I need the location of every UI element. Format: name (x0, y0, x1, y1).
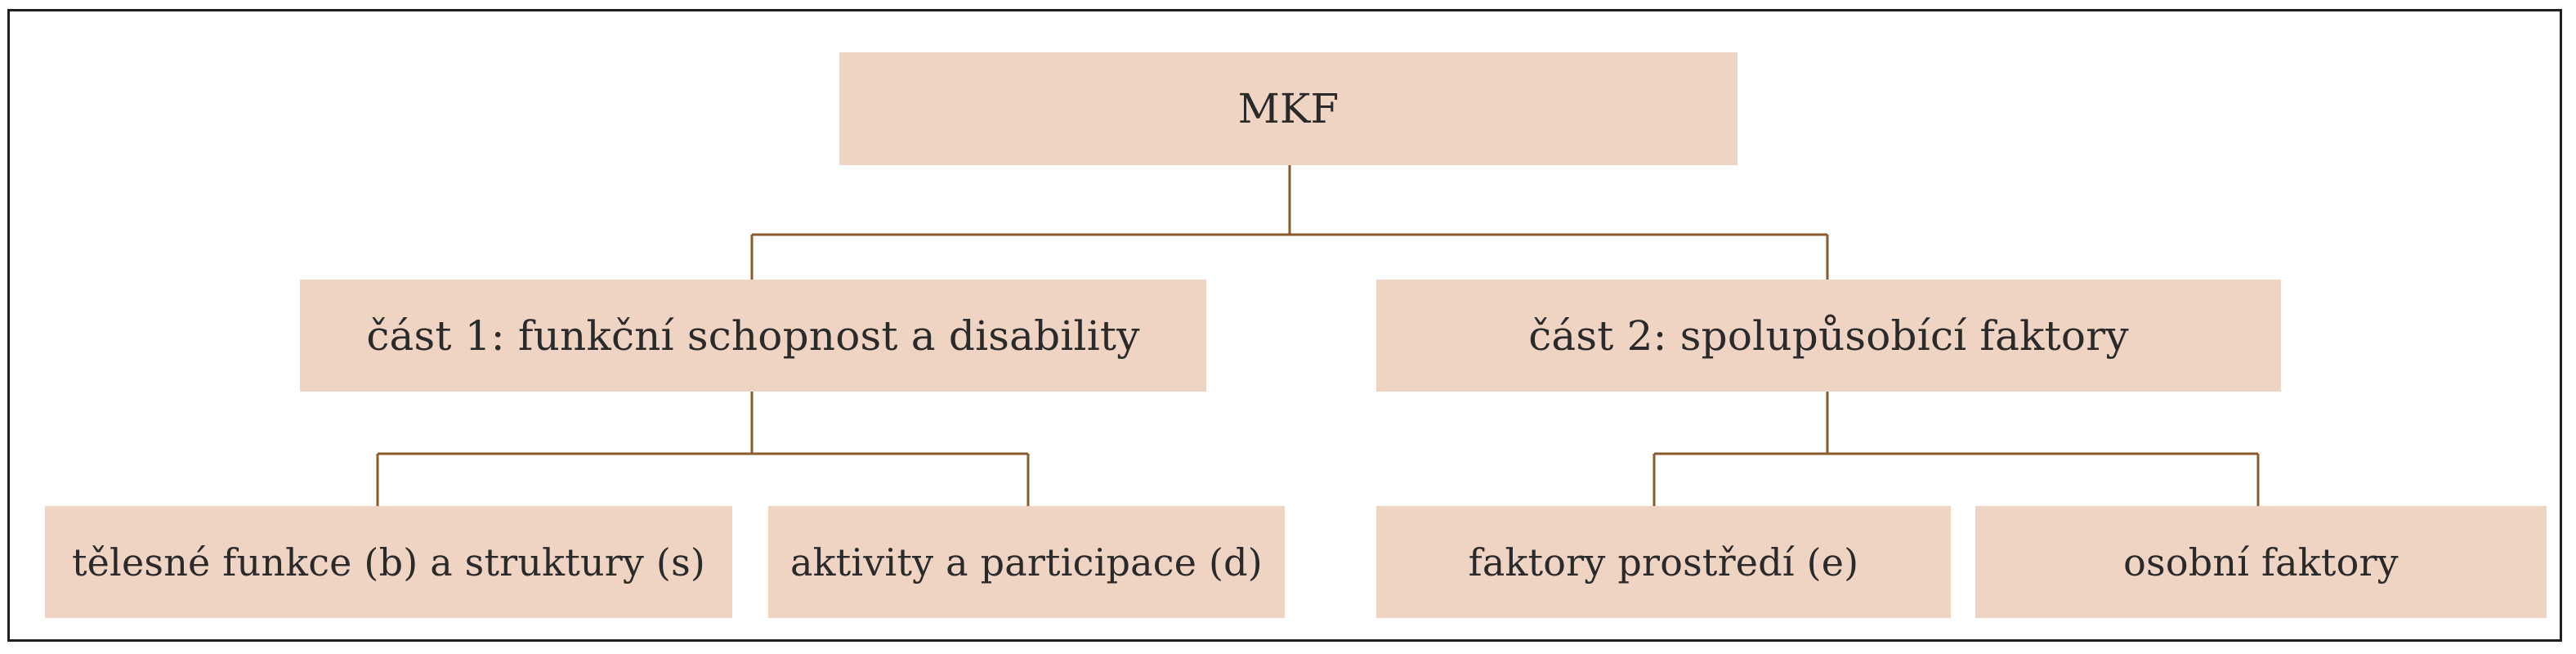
personal-factors-node-label: osobní faktory (2123, 540, 2399, 585)
environmental-factors-node-label: faktory prostředí (e) (1468, 540, 1859, 585)
activities-node-label: aktivity a participace (d) (790, 540, 1263, 585)
body-functions-node-label: tělesné funkce (b) a struktury (s) (71, 540, 706, 585)
personal-factors-node-box: osobní faktory (1975, 506, 2547, 618)
environmental-factors-node-box: faktory prostředí (e) (1376, 506, 1951, 618)
activities-node-box: aktivity a participace (d) (768, 506, 1285, 618)
part1-node-label: část 1: funkční schopnost a disability (366, 311, 1140, 360)
body-functions-node-box: tělesné funkce (b) a struktury (s) (45, 506, 732, 618)
part1-node-box: část 1: funkční schopnost a disability (300, 280, 1206, 392)
root-node-label: MKF (1237, 85, 1339, 132)
root-node-box: MKF (839, 52, 1737, 165)
part2-node-box: část 2: spolupůsobící faktory (1376, 280, 2281, 392)
part2-node-label: část 2: spolupůsobící faktory (1528, 311, 2129, 360)
diagram-frame (7, 9, 2562, 642)
